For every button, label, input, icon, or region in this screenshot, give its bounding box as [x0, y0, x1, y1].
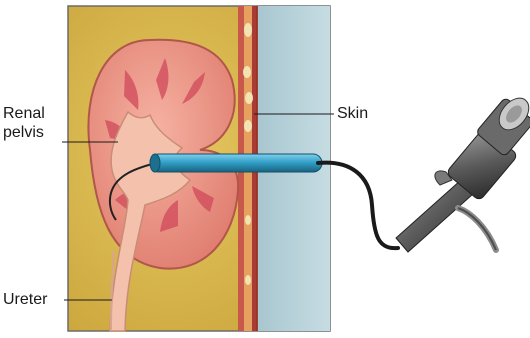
- nephroscope-icon: [396, 92, 530, 252]
- renal-pelvis-label: Renal pelvis: [3, 104, 67, 142]
- ureter-label: Ureter: [3, 290, 47, 309]
- skin-label: Skin: [337, 104, 368, 123]
- nephroscope-sheath: [150, 154, 322, 172]
